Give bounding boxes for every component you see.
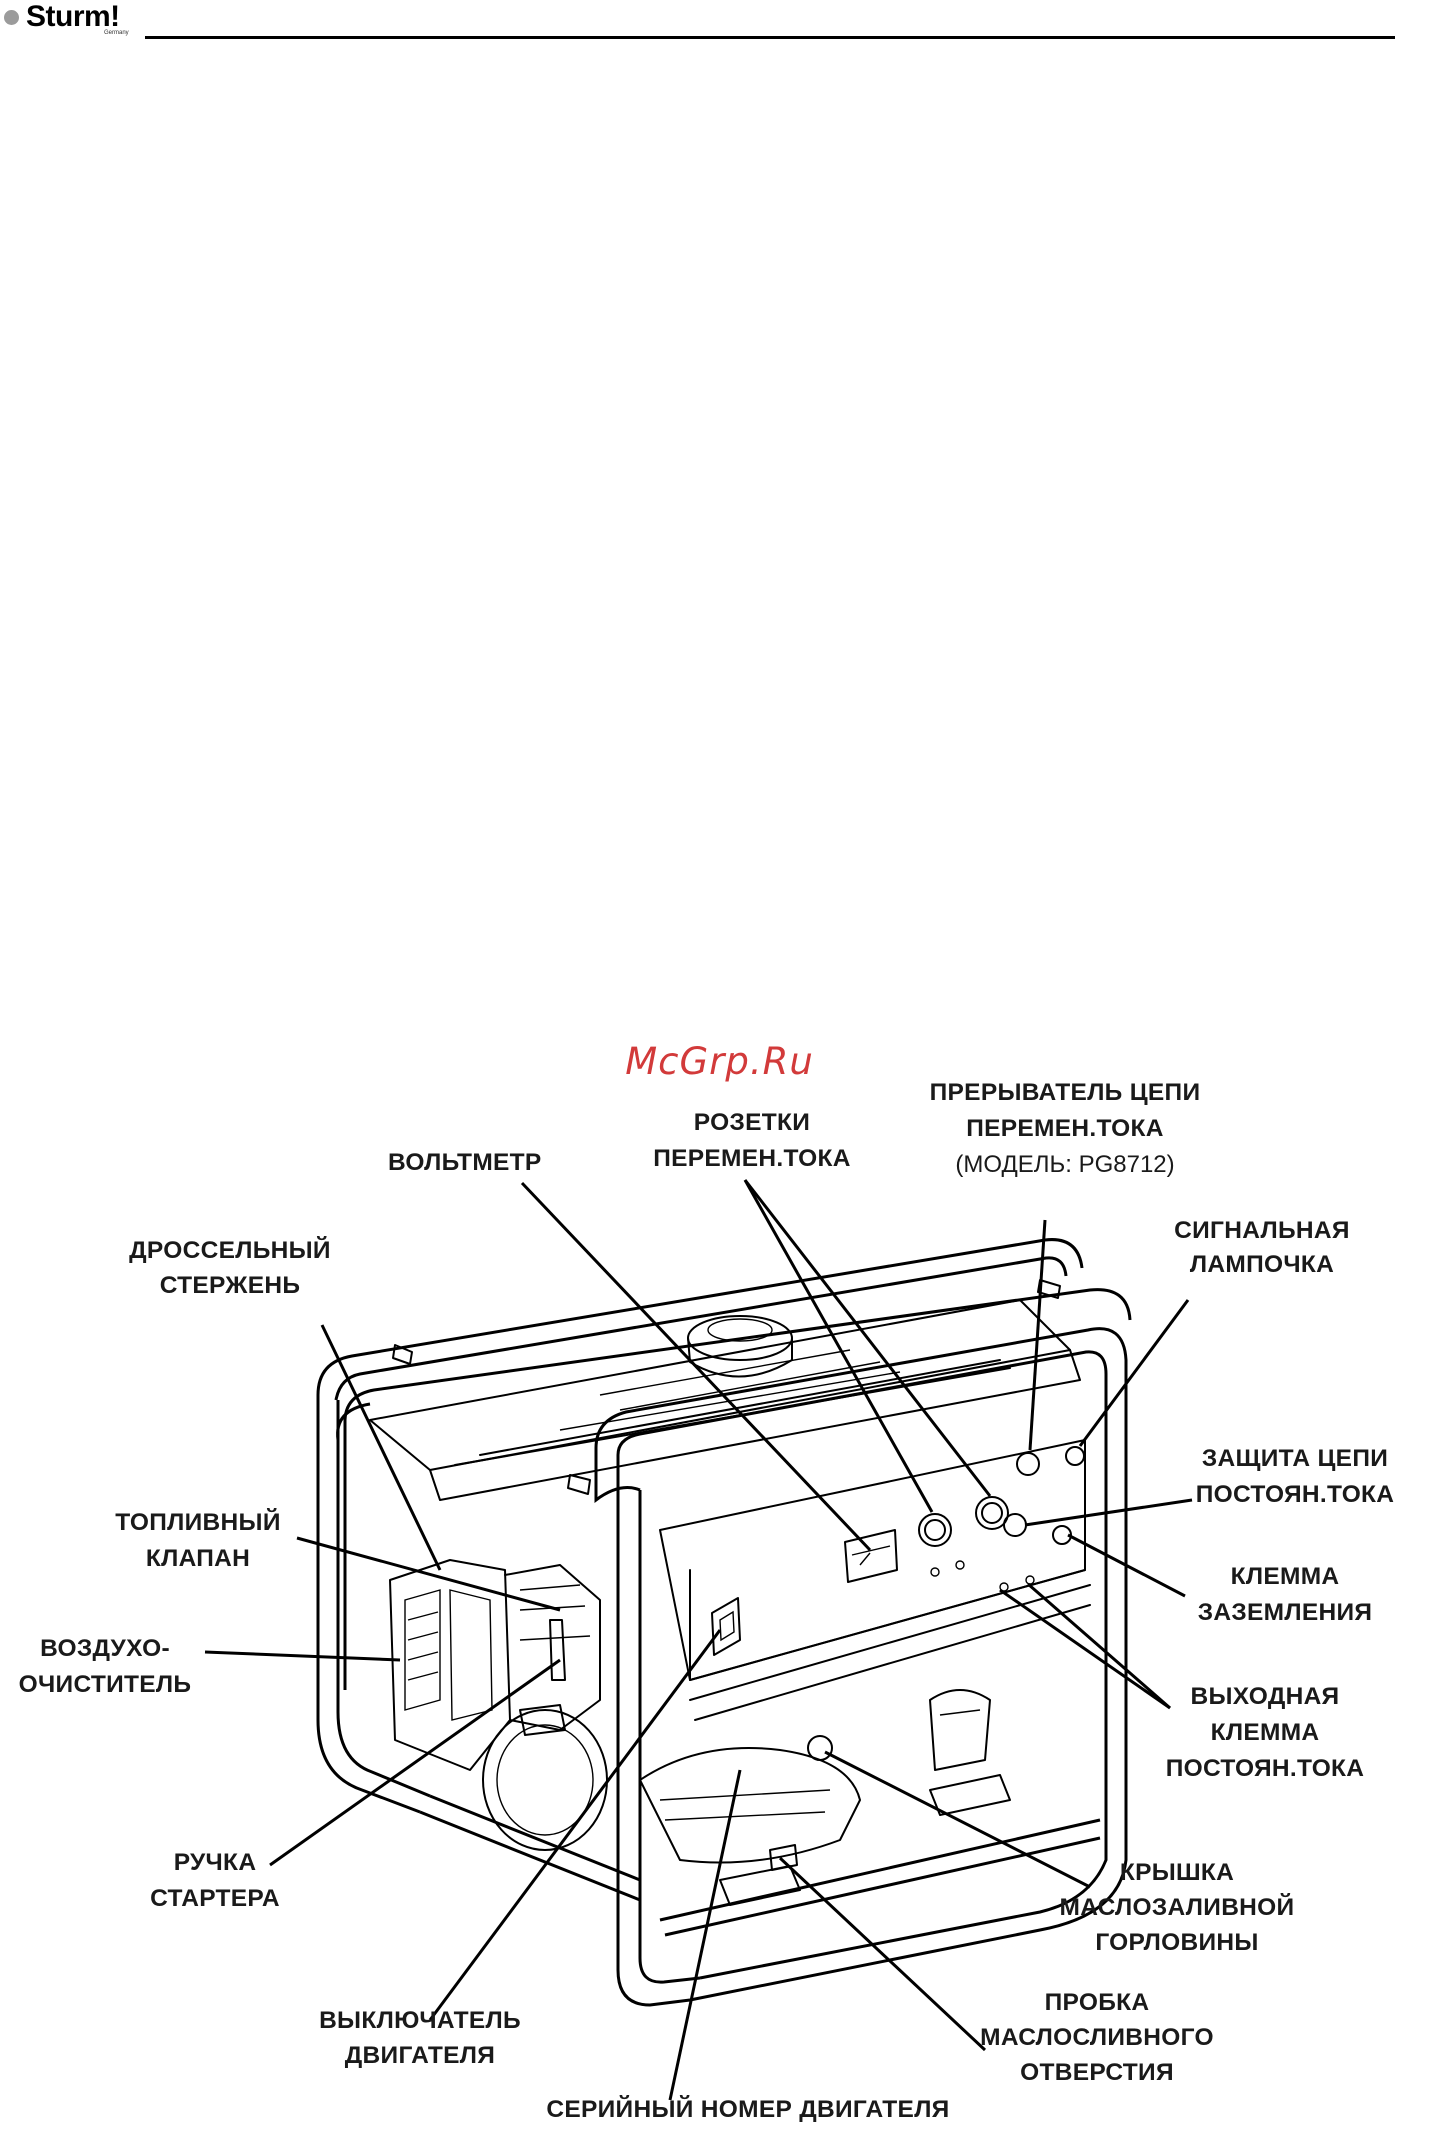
label-dcprot-line1: ЗАЩИТА ЦЕПИ bbox=[1202, 1445, 1388, 1472]
brand-bullet-icon bbox=[4, 10, 19, 25]
label-switch-line2: ДВИГАТЕЛЯ bbox=[345, 2042, 495, 2069]
label-choke-line1: ДРОССЕЛЬНЫЙ bbox=[129, 1236, 331, 1264]
label-sockets-line2: ПЕРЕМЕН.ТОКА bbox=[653, 1145, 851, 1172]
label-drain-line3: ОТВЕРСТИЯ bbox=[1020, 2059, 1174, 2086]
brand-logo: Sturm! bbox=[26, 0, 120, 33]
label-switch-line1: ВЫКЛЮЧАТЕЛЬ bbox=[319, 2007, 521, 2034]
label-signal-line1: СИГНАЛЬНАЯ bbox=[1174, 1217, 1350, 1244]
label-dcout-line2: КЛЕММА bbox=[1211, 1719, 1320, 1746]
label-starter-line1: РУЧКА bbox=[174, 1849, 257, 1876]
callout-labels: ВОЛЬТМЕТР РОЗЕТКИ ПЕРЕМЕН.ТОКА ПРЕРЫВАТЕ… bbox=[19, 1079, 1395, 2123]
label-dcout-line3: ПОСТОЯН.ТОКА bbox=[1166, 1755, 1365, 1782]
label-fuel-line1: ТОПЛИВНЫЙ bbox=[115, 1508, 281, 1536]
label-breaker-line1: ПРЕРЫВАТЕЛЬ ЦЕПИ bbox=[930, 1079, 1201, 1106]
label-starter-line2: СТАРТЕРА bbox=[150, 1885, 280, 1912]
label-sockets-line1: РОЗЕТКИ bbox=[694, 1109, 810, 1136]
label-ground-line2: ЗАЗЕМЛЕНИЯ bbox=[1198, 1599, 1373, 1626]
page-header: Sturm! Germany bbox=[0, 0, 1441, 60]
label-serial: СЕРИЙНЫЙ НОМЕР ДВИГАТЕЛЯ bbox=[546, 2095, 949, 2123]
label-breaker-line3: (МОДЕЛЬ: PG8712) bbox=[955, 1151, 1174, 1178]
label-dcout-line1: ВЫХОДНАЯ bbox=[1191, 1683, 1340, 1710]
label-fuel-line2: КЛАПАН bbox=[146, 1545, 250, 1572]
label-air-line2: ОЧИСТИТЕЛЬ bbox=[19, 1671, 192, 1698]
label-signal-line2: ЛАМПОЧКА bbox=[1190, 1251, 1334, 1278]
header-rule bbox=[145, 36, 1395, 39]
label-drain-line2: МАСЛОСЛИВНОГО bbox=[980, 2024, 1214, 2051]
label-dcprot-line2: ПОСТОЯН.ТОКА bbox=[1196, 1481, 1395, 1508]
label-ground-line1: КЛЕММА bbox=[1231, 1563, 1340, 1590]
label-oilcap-line1: КРЫШКА bbox=[1120, 1859, 1234, 1886]
leader-lines bbox=[204, 1179, 1193, 2101]
watermark: McGrp.Ru bbox=[625, 1040, 814, 1083]
label-voltmeter: ВОЛЬТМЕТР bbox=[388, 1149, 542, 1176]
brand-subtitle: Germany bbox=[104, 30, 129, 36]
label-oilcap-line2: МАСЛОЗАЛИВНОЙ bbox=[1060, 1893, 1295, 1921]
label-oilcap-line3: ГОРЛОВИНЫ bbox=[1095, 1929, 1258, 1956]
generator-drawing-icon bbox=[316, 1238, 1132, 2007]
label-choke-line2: СТЕРЖЕНЬ bbox=[160, 1272, 301, 1299]
label-breaker-line2: ПЕРЕМЕН.ТОКА bbox=[966, 1115, 1164, 1142]
label-air-line1: ВОЗДУХО- bbox=[40, 1635, 170, 1662]
label-drain-line1: ПРОБКА bbox=[1045, 1989, 1150, 2016]
